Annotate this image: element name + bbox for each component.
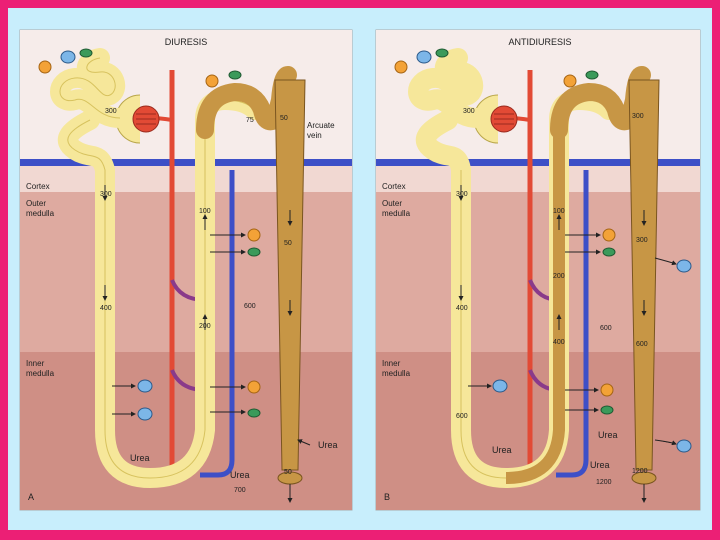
panel-diuresis: DIURESIS Cortex Outer medulla Inner medu… [19, 29, 353, 511]
panel-b-inner-label-1: Inner [382, 359, 401, 368]
panel-a-distal-75: 75 [246, 117, 254, 124]
panel-b-ions-distal [563, 70, 599, 88]
urea-molecule-icon [676, 259, 692, 273]
urea-molecule-icon [60, 50, 76, 64]
sodium-icon [247, 380, 261, 394]
panel-b-ion-arrow-7 [654, 439, 677, 446]
urea-molecule-icon [492, 379, 508, 393]
panel-a-glomerulus-lines [136, 113, 156, 125]
chloride-icon [435, 48, 449, 58]
panel-b-letter: B [384, 492, 390, 502]
panel-b-tubule-centerline [460, 170, 507, 479]
panel-b-asc-200: 200 [553, 273, 565, 280]
panel-b-cd-1200: 1200 [632, 468, 648, 475]
panel-b-distal-300: 300 [632, 113, 644, 120]
panel-a-asc-200: 200 [199, 323, 211, 330]
urea-molecule-icon [137, 407, 153, 421]
panel-a-inner-label-1: Inner [26, 359, 45, 368]
panel-b-prox-600: 600 [456, 413, 468, 420]
panel-b-collecting-duct [628, 79, 660, 471]
chloride-icon [585, 70, 599, 80]
panel-b-cortex-label: Cortex [382, 182, 406, 191]
panel-b-arcuate-vein [376, 159, 700, 166]
panel-a-collecting-duct [274, 79, 306, 471]
panel-a-interstitial-600: 600 [244, 303, 256, 310]
panel-a-inner-label-2: medulla [26, 369, 55, 378]
sodium-icon [563, 74, 577, 88]
panel-a-letter: A [28, 492, 34, 502]
panel-a-ions-inner [112, 379, 261, 421]
panel-a-urea-label-3: Urea [318, 440, 338, 450]
panel-b-outer-label-2: medulla [382, 209, 411, 218]
panel-b-prox-300-a: 300 [463, 108, 475, 115]
panel-b-vasa-vein [556, 170, 589, 478]
chloride-icon [602, 247, 616, 257]
panel-a-cortex-label: Cortex [26, 182, 50, 191]
chloride-icon [600, 405, 614, 415]
panel-a-arcuate-label-2: vein [307, 131, 322, 140]
panel-a-ions-distal [205, 70, 242, 88]
sodium-icon [394, 60, 408, 74]
chloride-icon [247, 247, 261, 257]
panel-a-prox-400: 400 [100, 305, 112, 312]
panel-b-bottom-1200: 1200 [596, 479, 612, 486]
panel-a-bottom-700: 700 [234, 487, 246, 494]
panel-b-ions-outer [565, 228, 692, 273]
chloride-icon [79, 48, 93, 58]
panel-b-ions-glomerulus [394, 48, 449, 74]
chloride-icon [247, 408, 261, 418]
urea-molecule-icon [137, 379, 153, 393]
panel-a-prox-300-a: 300 [105, 108, 117, 115]
panel-a-asc-100: 100 [199, 208, 211, 215]
panel-b-outer-label-1: Outer [382, 199, 402, 208]
sodium-icon [205, 74, 219, 88]
panel-a-vasa-vein [200, 170, 235, 478]
panel-b-interstitial-600: 600 [600, 325, 612, 332]
panel-antidiuresis: ANTIDIURESIS Cortex Outer medulla Inner … [375, 29, 701, 511]
panel-b-cd-600: 600 [636, 341, 648, 348]
panel-b-glomerulus-lines [494, 113, 514, 125]
panel-b-urea-label-3: Urea [590, 460, 610, 470]
panel-b-ion-arrow-3 [654, 257, 677, 266]
urea-molecule-icon [416, 50, 432, 64]
panel-b-ions-inner [468, 379, 692, 453]
panel-a-urea-label-2: Urea [230, 470, 250, 480]
panel-a-inner-medulla-zone [20, 352, 352, 510]
panel-b-urea-label-1: Urea [492, 445, 512, 455]
panel-b-ascending-limb [505, 120, 565, 484]
panel-b-urea-label-2: Urea [598, 430, 618, 440]
panel-a-outer-label-1: Outer [26, 199, 46, 208]
panel-b-prox-400: 400 [456, 305, 468, 312]
panel-a-ions-glomerulus [38, 48, 93, 74]
chloride-icon [228, 70, 242, 80]
panel-a-ions-outer [210, 228, 261, 257]
panel-b-asc-400: 400 [553, 339, 565, 346]
sodium-icon [602, 228, 616, 242]
sodium-icon [600, 383, 614, 397]
panel-b-cd-300: 300 [636, 237, 648, 244]
panel-a-title: DIURESIS [165, 37, 208, 47]
sodium-icon [38, 60, 52, 74]
panel-a-outer-label-2: medulla [26, 209, 55, 218]
panel-b-inner-label-2: medulla [382, 369, 411, 378]
panel-a-cd-50-b: 50 [284, 240, 292, 247]
panel-a-arcuate-vein [20, 159, 352, 166]
panel-a-cd-50-c: 50 [284, 469, 292, 476]
panel-a-cd-50-a: 50 [280, 115, 288, 122]
urea-molecule-icon [676, 439, 692, 453]
panel-a-prox-300-b: 300 [100, 191, 112, 198]
panel-a-urea-label-1: Urea [130, 453, 150, 463]
panel-a-urea-arrow [297, 439, 311, 446]
sodium-icon [247, 228, 261, 242]
panel-a-arcuate-label-1: Arcuate [307, 121, 335, 130]
panel-b-prox-300-b: 300 [456, 191, 468, 198]
panel-b-asc-100: 100 [553, 208, 565, 215]
panel-b-title: ANTIDIURESIS [508, 37, 571, 47]
